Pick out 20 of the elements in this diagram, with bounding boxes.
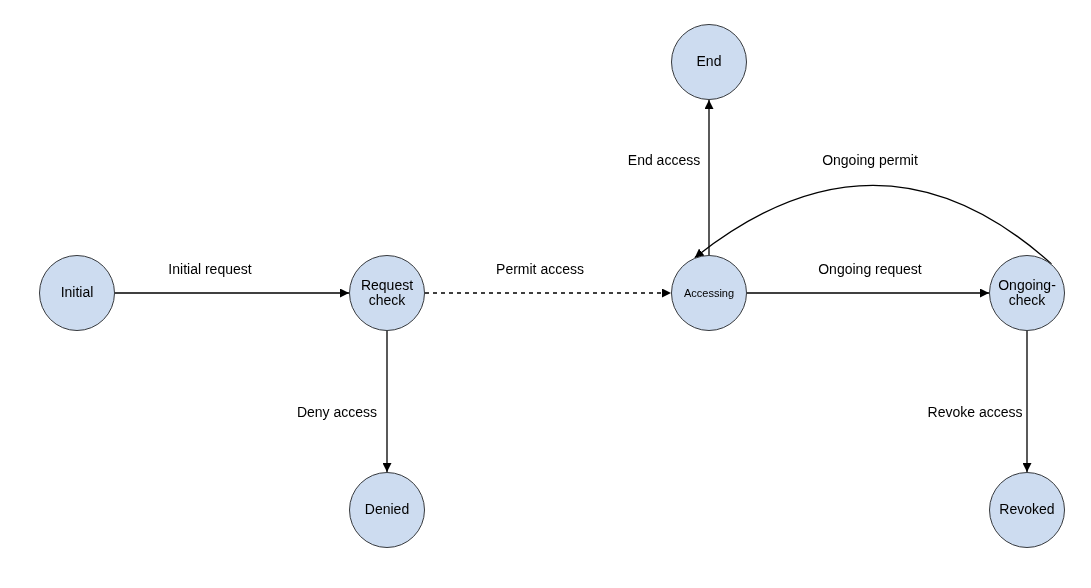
state-name: Initial bbox=[60, 285, 94, 301]
edge-label: Deny access bbox=[296, 404, 378, 420]
arrow bbox=[704, 99, 714, 256]
arrow bbox=[1022, 330, 1032, 473]
arrow bbox=[746, 288, 990, 298]
edge-label: Ongoing request bbox=[818, 261, 922, 277]
state-name: Ongoing-check bbox=[997, 277, 1057, 309]
state-name: Accessing bbox=[683, 286, 735, 300]
edge-label: Initial request bbox=[168, 261, 252, 277]
edge-label: Permit access bbox=[496, 261, 584, 277]
arrow bbox=[382, 330, 392, 473]
arrow bbox=[424, 288, 672, 298]
edge-label: Ongoing permit bbox=[822, 152, 918, 168]
edge-label: End access bbox=[627, 152, 701, 168]
state-name: Request check bbox=[359, 277, 415, 309]
edge-label: Revoke access bbox=[927, 404, 1023, 420]
state-name: Denied bbox=[364, 502, 410, 518]
arrow bbox=[114, 288, 350, 298]
state-name: End bbox=[696, 54, 722, 70]
state-name: Revoked bbox=[999, 502, 1055, 518]
